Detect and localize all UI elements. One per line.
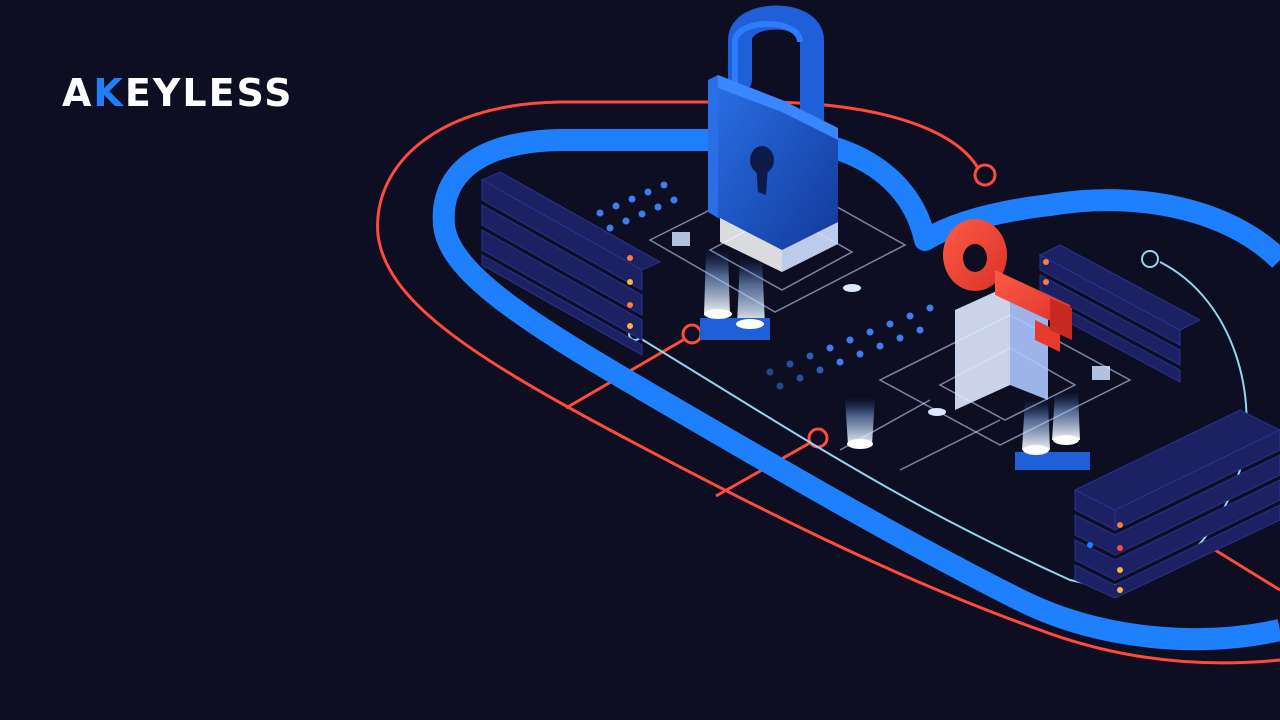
dot-array-middle: [766, 304, 934, 390]
server-rack-left: [480, 171, 662, 356]
light-pillars: [672, 232, 1110, 470]
circuit-node: [681, 323, 703, 345]
key-icon: [943, 219, 1072, 410]
logo-letter-a: A: [62, 71, 94, 115]
circuit-node: [1141, 250, 1159, 268]
akeyless-logo: AKEYLESS: [62, 74, 294, 112]
padlock-icon: [708, 5, 838, 272]
logo-letter-k: K: [93, 71, 125, 115]
server-rack-right: [1038, 244, 1202, 383]
logo-letter-rest: EYLESS: [124, 71, 294, 115]
dot-array-top: [596, 181, 678, 232]
circuit-node: [973, 163, 997, 187]
cloud-outline: [432, 128, 1280, 651]
server-rack-bottom-right: [1073, 409, 1280, 599]
